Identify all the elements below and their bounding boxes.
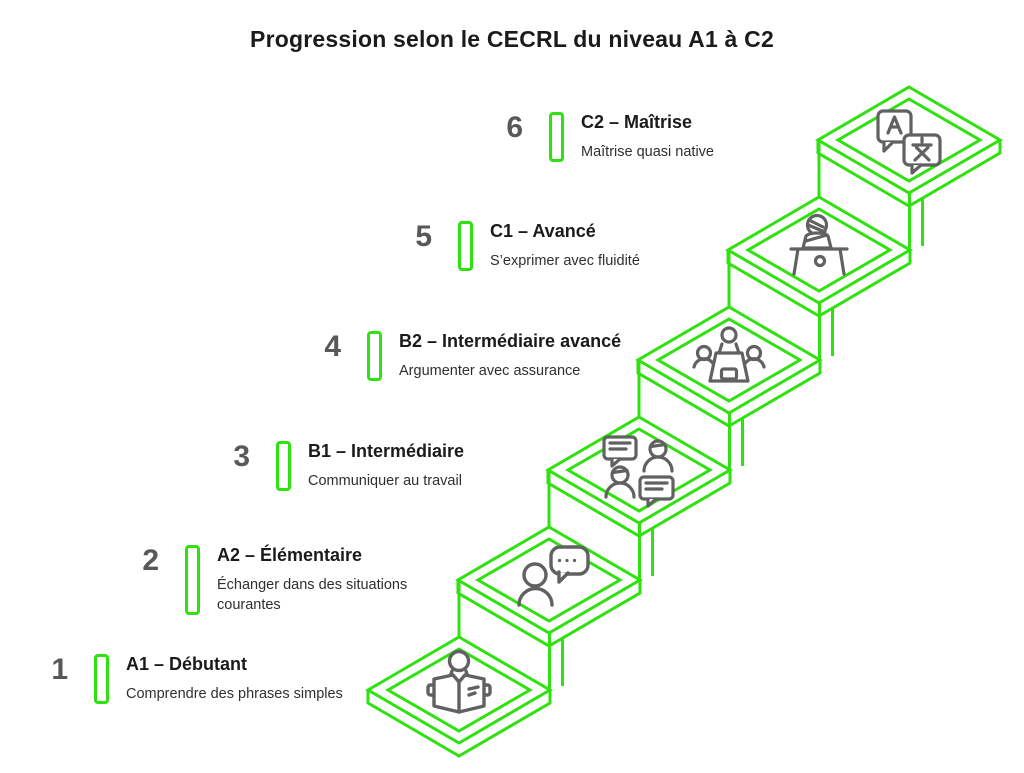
staircase-step-b2 [635, 250, 834, 428]
level-number: 6 [506, 111, 523, 144]
level-entry-a2: 2 A2 – Élémentaire Échanger dans des sit… [127, 544, 453, 616]
level-title: C1 – Avancé [490, 221, 596, 241]
level-accent-bar [458, 221, 473, 271]
level-accent-bar [94, 654, 109, 704]
level-description: Comprendre des phrases simples [126, 685, 343, 702]
level-description: S’exprimer avec fluidité [490, 252, 640, 269]
page-title: Progression selon le CECRL du niveau A1 … [250, 26, 774, 52]
level-entry-b2: 4 B2 – Intermédiaire avancé Argumenter a… [309, 331, 621, 381]
level-entry-a1: 1 A1 – Débutant Comprendre des phrases s… [36, 654, 343, 704]
level-number: 4 [324, 330, 341, 363]
level-entry-b1: 3 B1 – Intermédiaire Communiquer au trav… [218, 441, 464, 491]
staircase-step-a2 [455, 470, 654, 648]
level-accent-bar [549, 112, 564, 162]
level-accent-bar [276, 441, 291, 491]
level-title: C2 – Maîtrise [581, 112, 693, 132]
level-description: Communiquer au travail [308, 472, 462, 489]
level-entry-c1: 5 C1 – Avancé S’exprimer avec fluidité [400, 221, 640, 271]
level-title: A1 – Débutant [126, 654, 248, 674]
staircase-step-b1 [545, 360, 744, 538]
level-description: Argumenter avec assurance [399, 362, 581, 379]
level-number: 5 [415, 220, 432, 253]
level-number: 1 [51, 653, 68, 686]
level-title: B2 – Intermédiaire avancé [399, 331, 622, 351]
level-accent-bar [185, 545, 200, 616]
level-title: B1 – Intermédiaire [308, 441, 465, 461]
level-number: 2 [142, 544, 159, 577]
staircase-step-a1 [365, 580, 564, 758]
level-title: A2 – Élémentaire [217, 545, 363, 565]
staircase-step-c2 [815, 85, 1003, 208]
level-number: 3 [233, 440, 250, 473]
level-entry-c2: 6 C2 – Maîtrise Maîtrise quasi native [491, 112, 714, 162]
staircase-step-c1 [725, 140, 924, 318]
level-description: Échanger dans des situations courantes [217, 576, 408, 613]
level-description: Maîtrise quasi native [581, 143, 714, 160]
level-accent-bar [367, 331, 382, 381]
